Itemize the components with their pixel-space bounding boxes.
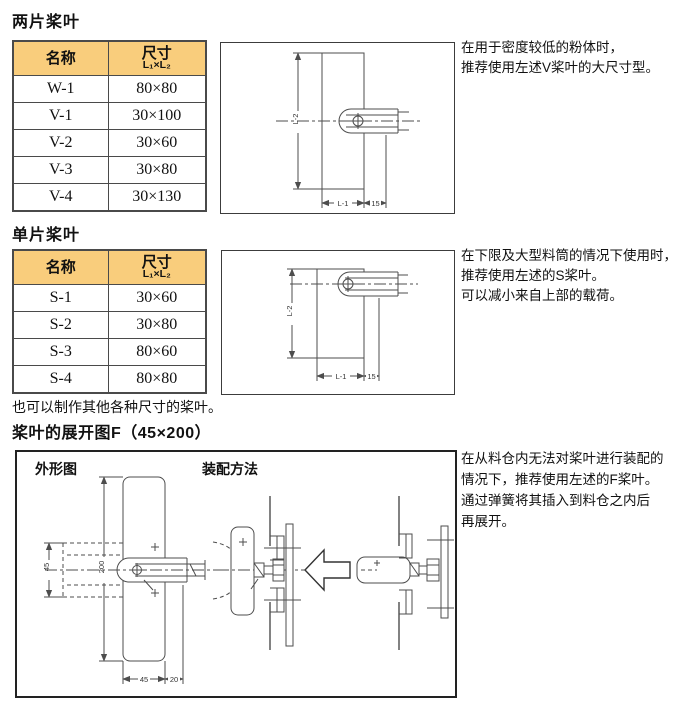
dim-label-hub-offset: 20 (170, 675, 178, 684)
note-line: 在用于密度较低的粉体时， (461, 40, 623, 55)
two-blade-diagram-box: L-2 L-1 15 (220, 42, 455, 214)
assembly-installed (212, 496, 317, 650)
note-line: 在下限及大型料筒的情况下使用时， (461, 248, 677, 263)
single-blade-diagram: L-2 L-1 15 (285, 268, 418, 381)
section-heading-foldable: 桨叶的展开图F（45×200） (12, 425, 212, 442)
col-header-name: 名称 (12, 249, 109, 285)
dim-label-l2: L-2 (291, 114, 300, 125)
dim-label-l2: L-2 (285, 306, 294, 317)
section-heading-single-blade: 单片桨叶 (12, 227, 81, 244)
dim-label-l1: L-1 (338, 199, 349, 208)
table-header-row: 名称 尺寸 L₁×L₂ (12, 249, 207, 285)
cell-size: 80×60 (107, 338, 207, 366)
col-header-size: 尺寸 L₁×L₂ (107, 249, 207, 285)
cell-name: S-2 (12, 311, 109, 339)
col-header-size-sub: L₁×L₂ (142, 268, 171, 281)
cell-size: 80×80 (107, 365, 207, 394)
dim-label-l1: L-1 (336, 372, 347, 381)
blade-shape (316, 268, 408, 359)
col-header-size-sub: L₁×L₂ (142, 59, 171, 72)
foldable-note: 在从料仓内无法对桨叶进行装配的 情况下，推荐使用左述的F桨叶。 通过弹簧将其插入… (461, 448, 664, 532)
table-header-row: 名称 尺寸 L₁×L₂ (12, 40, 207, 76)
cell-name: S-3 (12, 338, 109, 366)
cell-size: 30×130 (107, 183, 207, 212)
outline-dimensions: 200 45 45 20 (42, 476, 184, 684)
note-line: 推荐使用左述V桨叶的大尺寸型。 (461, 60, 660, 75)
dim-label-offset: 15 (371, 199, 379, 208)
cell-size: 30×80 (107, 311, 207, 339)
dimensions: L-2 L-1 15 (285, 268, 380, 381)
note-line: 情况下，推荐使用左述的F桨叶。 (461, 472, 659, 487)
shaft-cross-symbol (350, 113, 366, 129)
other-sizes-note: 也可以制作其他各种尺寸的桨叶。 (12, 399, 222, 415)
dim-label-width: 45 (140, 675, 148, 684)
col-header-size-main: 尺寸 (141, 253, 172, 271)
outline-drawing-label: 外形图 (35, 461, 77, 477)
col-header-name: 名称 (12, 40, 109, 76)
assembly-method-label: 装配方法 (201, 461, 258, 477)
outline-drawing (45, 476, 217, 662)
two-blade-note: 在用于密度较低的粉体时， 推荐使用左述V桨叶的大尺寸型。 (461, 38, 659, 78)
section-heading-two-blade: 两片桨叶 (12, 14, 81, 31)
assembly-folded (356, 496, 454, 650)
two-blade-diagram: L-2 L-1 15 (276, 52, 421, 208)
note-line: 再展开。 (461, 514, 515, 529)
cell-size: 30×100 (107, 102, 207, 130)
cell-size: 80×80 (107, 75, 207, 103)
note-line: 通过弹簧将其插入到料仓之内后 (461, 493, 650, 508)
cell-name: V-3 (12, 156, 109, 184)
cell-name: V-1 (12, 102, 109, 130)
cell-name: V-4 (12, 183, 109, 212)
dim-label-length: 200 (97, 561, 106, 574)
single-blade-diagram-box: L-2 L-1 15 (221, 250, 455, 395)
cell-name: S-4 (12, 365, 109, 394)
foldable-diagram: 外形图 装配方法 (35, 461, 454, 684)
col-header-size-main: 尺寸 (141, 44, 172, 62)
foldable-diagram-box: 外形图 装配方法 (15, 450, 457, 698)
cell-size: 30×60 (107, 284, 207, 312)
note-line: 可以减小来自上部的载荷。 (461, 288, 623, 303)
cell-name: W-1 (12, 75, 109, 103)
cell-size: 30×80 (107, 156, 207, 184)
dim-label-folded-width: 45 (42, 563, 51, 571)
cell-name: S-1 (12, 284, 109, 312)
dimensions: L-2 L-1 15 (291, 52, 387, 208)
col-header-size: 尺寸 L₁×L₂ (107, 40, 207, 76)
single-blade-note: 在下限及大型料筒的情况下使用时， 推荐使用左述的S桨叶。 可以减小来自上部的载荷… (461, 246, 677, 306)
cell-name: V-2 (12, 129, 109, 157)
shaft-cross-symbol (340, 276, 356, 292)
note-line: 推荐使用左述的S桨叶。 (461, 268, 606, 283)
note-line: 在从料仓内无法对桨叶进行装配的 (461, 451, 664, 466)
cell-size: 30×60 (107, 129, 207, 157)
dim-label-offset: 15 (367, 372, 375, 381)
insert-direction-arrow (304, 548, 351, 592)
